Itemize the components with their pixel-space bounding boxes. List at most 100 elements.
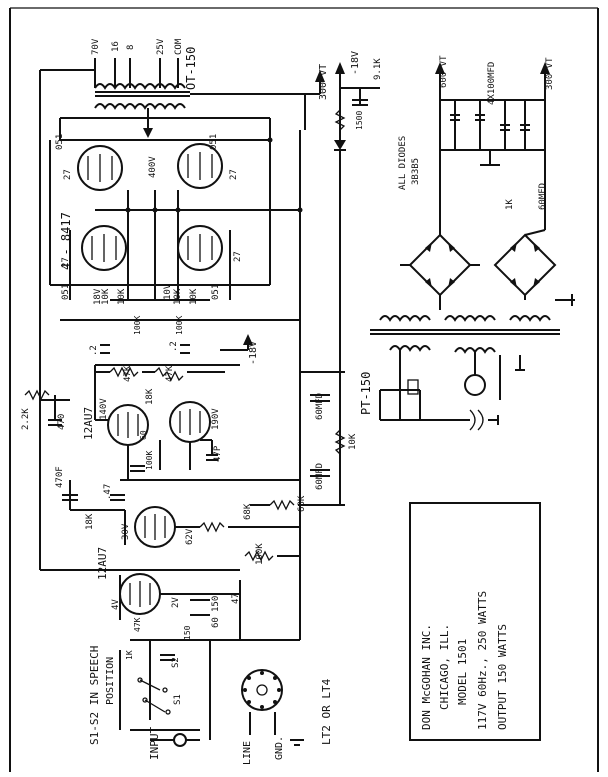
r-47: 47	[231, 593, 241, 604]
v140-label: 140V	[99, 398, 109, 420]
tap-com: COM	[174, 38, 184, 55]
power-tube-4	[177, 225, 223, 271]
title-model: MODEL 1501	[456, 639, 469, 705]
switches-s1-s2	[137, 677, 171, 715]
line-label: LINE	[242, 741, 253, 765]
driver-tube-b	[169, 401, 211, 443]
input-label: INPUT	[148, 727, 161, 760]
r-10kc: 10K	[173, 288, 183, 305]
tap-25v: 25V	[156, 38, 166, 55]
s1-label: S1	[173, 694, 183, 705]
power-tube-3	[81, 225, 127, 271]
power-stage-wiring	[49, 130, 303, 640]
coupling-caps	[94, 334, 253, 420]
neg18b-label: -18V	[248, 341, 259, 365]
resistor-100k	[244, 550, 300, 562]
tap-70v: 70V	[91, 38, 101, 55]
r-27a: 27	[63, 169, 73, 180]
b300-arrow	[190, 70, 325, 130]
r-91k: 9.1K	[373, 58, 383, 80]
phase-wiring	[40, 499, 345, 571]
switch-note-2: POSITION	[105, 657, 116, 705]
r-47kc: 47K	[133, 617, 142, 632]
r-27d: 27	[233, 251, 243, 262]
r-47ka: 47K	[123, 365, 133, 382]
driver-wiring	[95, 419, 300, 481]
v400-label: 400V	[148, 156, 158, 178]
r-1ka: 1K	[125, 650, 134, 660]
c-47p: 47P	[213, 445, 223, 462]
r-100kc: 100K	[145, 451, 154, 470]
v2-label: 2V	[171, 597, 181, 608]
r-18k: 18K	[145, 388, 155, 405]
power-tube-2	[177, 143, 223, 189]
c-2b: .2	[169, 341, 179, 352]
r-150: 150	[211, 596, 221, 612]
c-47: .47	[103, 484, 113, 500]
r-68kb: 68K	[297, 495, 307, 512]
power-transformer	[370, 315, 560, 431]
c-470f: 470F	[55, 466, 65, 488]
v18-label: 18V	[93, 288, 103, 305]
c-4x-label: 4X100MFD	[487, 62, 497, 105]
r-47kb: 47K	[165, 365, 175, 382]
title-power: 117V 60Hz., 250 WATTS	[476, 591, 489, 730]
neg18a-label: -18V	[350, 51, 361, 75]
input-jack	[150, 733, 200, 747]
r-68ka: 68K	[243, 503, 253, 520]
c-470: 470	[57, 414, 67, 430]
hv-supply	[435, 62, 550, 230]
output-transformer	[39, 58, 271, 570]
r-22k: 2.2K	[21, 408, 31, 430]
v62-label: 62V	[185, 528, 195, 545]
r-1kb: 1K	[505, 199, 515, 210]
c-60b: 60	[211, 617, 221, 628]
diodes-note-1: ALL DIODES	[398, 136, 408, 190]
diodes-note-2: 3B3B5	[411, 158, 421, 185]
title-city: CHICAGO, ILL.	[438, 624, 451, 710]
c-60mfd: 60MFD	[315, 393, 325, 420]
c-60mfd-c: 60MFD	[538, 183, 548, 210]
r-10k: 10K	[348, 433, 358, 450]
r-10ka: 10K	[101, 288, 111, 305]
r-051a: 051	[55, 134, 65, 150]
b300b-label: 300 VT	[545, 57, 555, 90]
r-27c: 27	[229, 169, 239, 180]
phase-tube	[134, 506, 176, 548]
r-051b: 051	[61, 284, 71, 300]
s2-label: S2	[171, 657, 181, 668]
r-100kd: 100K	[255, 543, 265, 565]
r-18k-b: 18K	[85, 513, 95, 530]
r-051d: 051	[211, 284, 221, 300]
r-1500: 1500	[355, 111, 364, 130]
input-wiring	[119, 575, 300, 740]
title-output: OUTPUT 150 WATTS	[496, 624, 509, 730]
v4a-label: 4V	[111, 599, 121, 610]
tube-12au7-b: 12AU7	[96, 547, 109, 580]
resistors-47k	[95, 366, 225, 382]
gnd-label: GND.	[274, 736, 285, 760]
r-10kd: 10K	[189, 288, 199, 305]
c-60mfd-b: 60MFD	[315, 463, 325, 490]
feedback-network	[24, 389, 125, 511]
bridge-rectifier-2	[493, 229, 575, 306]
title-company: DON McGOHAN INC.	[420, 624, 433, 730]
tap-8: 8	[126, 45, 136, 50]
c-2a: .2	[89, 345, 99, 356]
pt-label: PT-150	[359, 372, 373, 415]
b600-label: 600 VT	[439, 55, 449, 88]
tap-16: 16	[111, 41, 121, 52]
r-051c: 051	[209, 134, 219, 150]
frame-lines	[9, 7, 599, 772]
tube-lt2-label: LT2 OR LT4	[320, 678, 333, 745]
v190-label: 190V	[211, 408, 221, 430]
octal-socket	[241, 669, 304, 746]
switch-note-1: S1-S2 IN SPEECH	[88, 646, 101, 745]
b300-label: 300 VT	[318, 64, 329, 100]
c-60a: 60	[139, 430, 148, 440]
title-block-border	[409, 502, 541, 741]
input-tube	[119, 573, 161, 615]
r-150b: 150	[183, 625, 192, 640]
r-100kb: 100K	[175, 316, 184, 335]
